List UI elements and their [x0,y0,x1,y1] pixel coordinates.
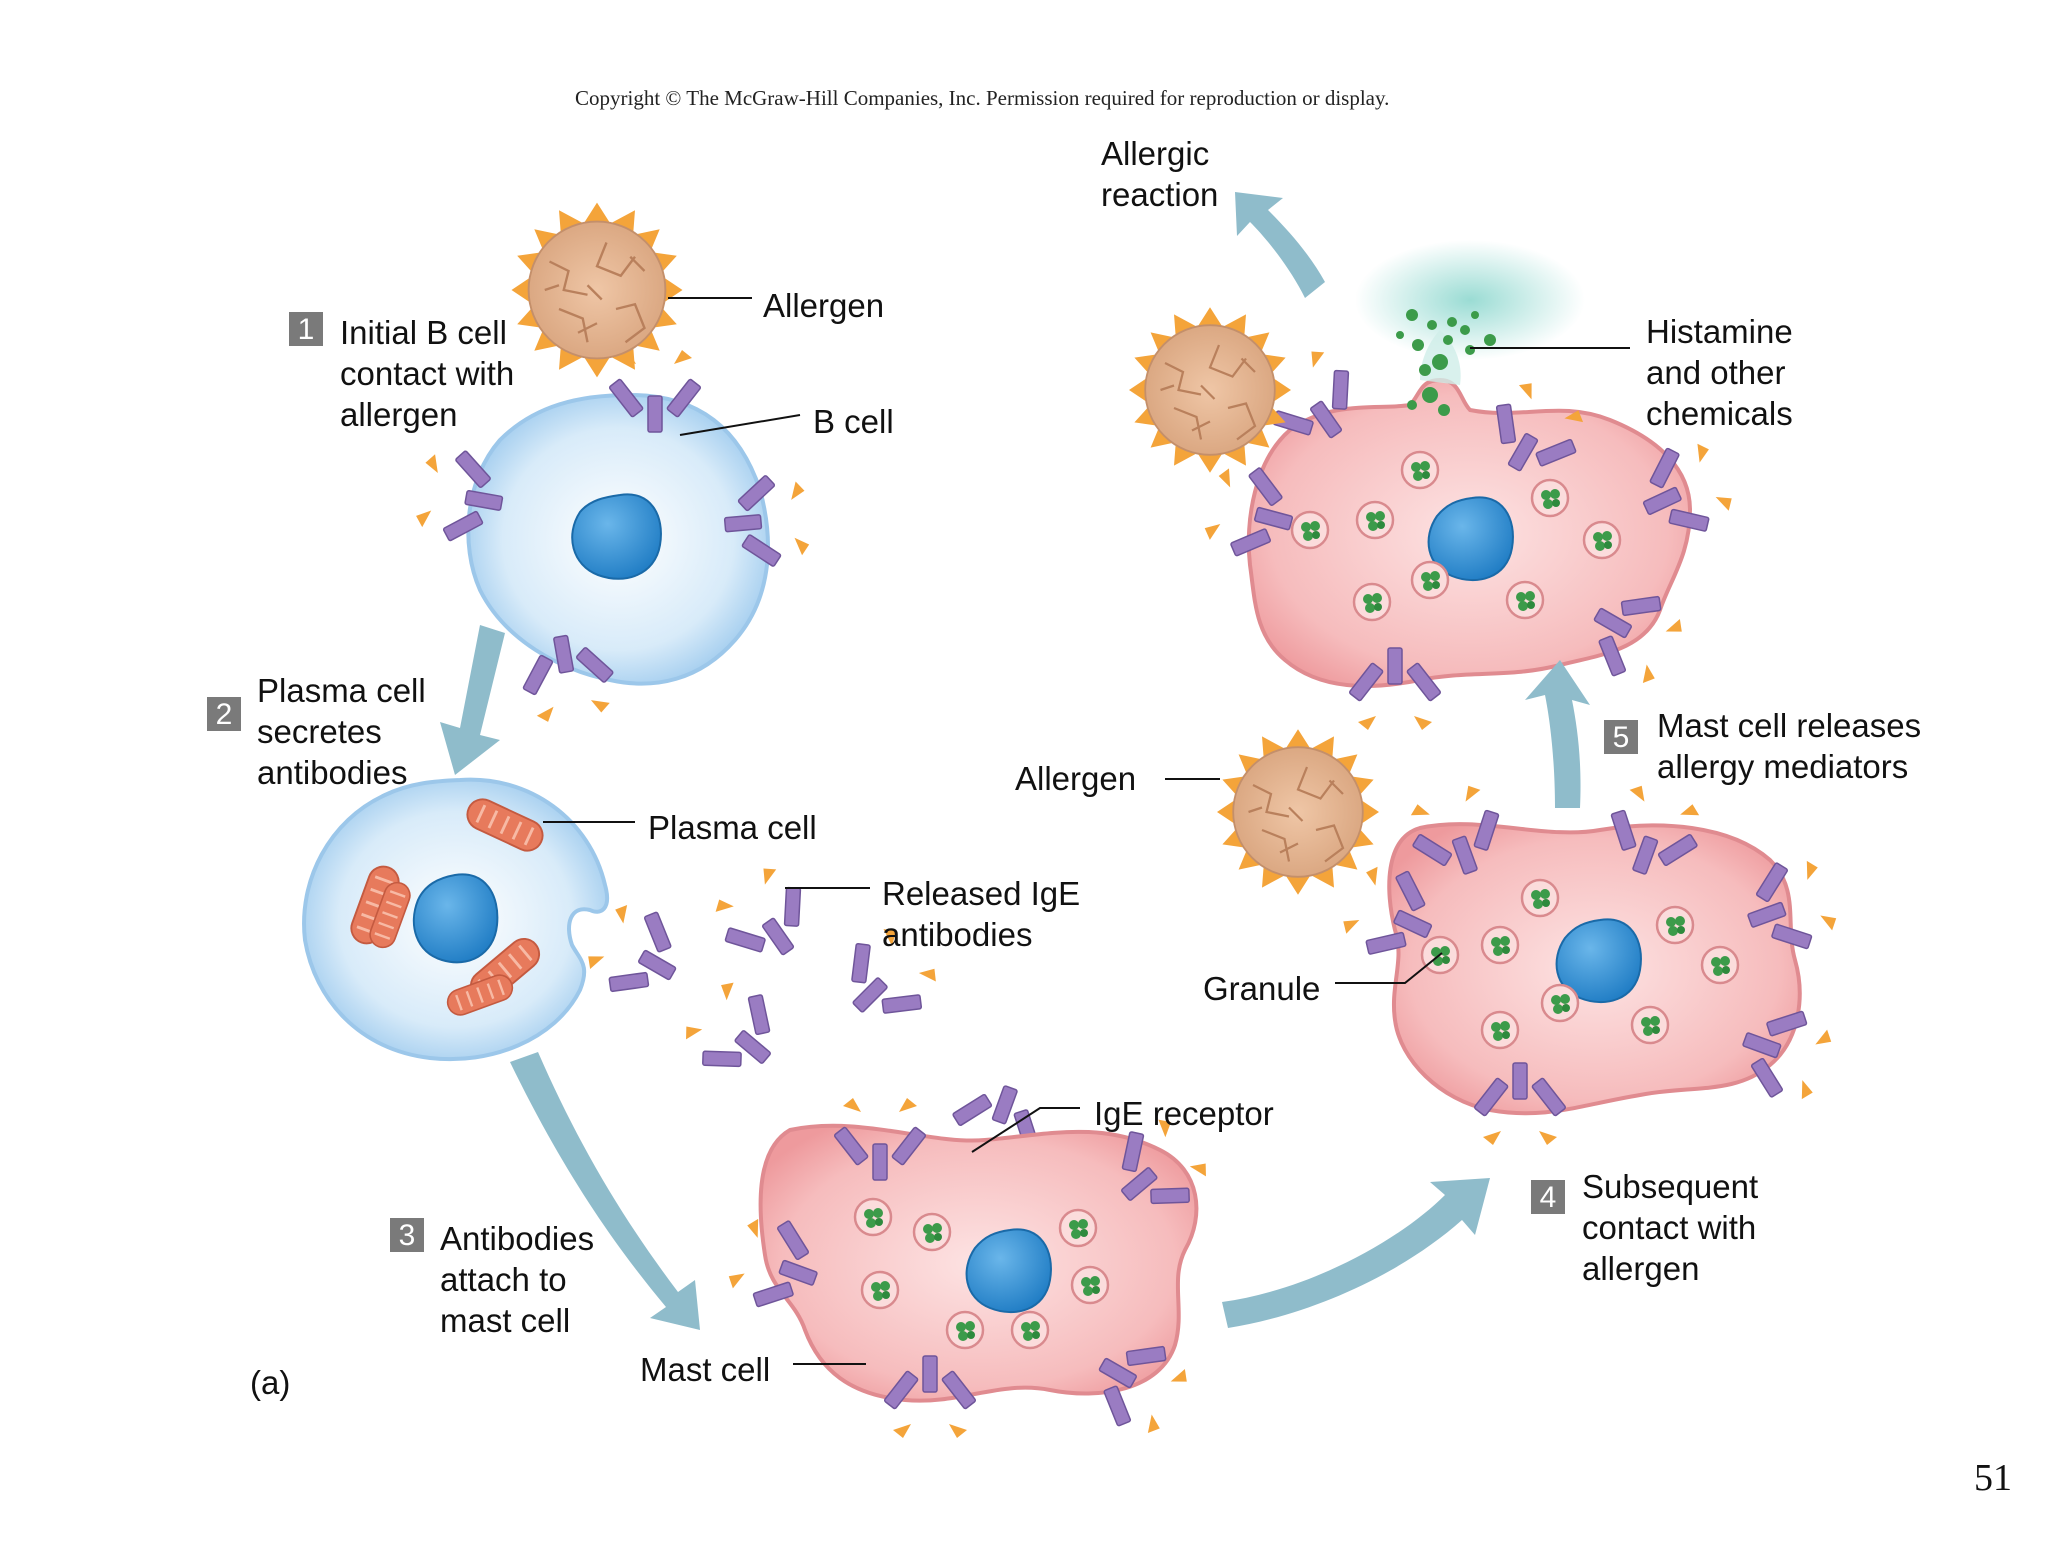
granule-icon [945,1310,985,1350]
step-1-badge: 1 [289,312,323,346]
antibody-icon [673,969,797,1095]
granule-icon [860,1270,900,1310]
step-5-badge: 5 [1604,720,1638,754]
mast-cell-bottom [758,1123,1199,1403]
granule-icon [1010,1310,1050,1350]
allergic-reaction-label: Allergic reaction [1101,135,1219,213]
histamine-label: Histamine and other chemicals [1646,313,1793,432]
plasma-cell-label: Plasma cell [648,809,817,846]
granule-icon [1630,1005,1670,1045]
granule-icon [1410,560,1450,600]
granule-icon [1355,500,1395,540]
granule-icon [1530,478,1570,518]
histamine-cloud [1355,240,1585,360]
plasma-cell [302,777,610,1062]
allergen-label-mid: Allergen [1015,760,1137,797]
granule-icon [1480,925,1520,965]
histamine-granules [1396,309,1496,416]
b-cell [466,392,770,686]
granule-icon [1582,520,1622,560]
granule-icon [1700,945,1740,985]
granule-icon [853,1197,893,1237]
step-2-text: Plasma cell secretes antibodies [257,672,426,791]
granule-icon [1540,983,1580,1023]
granule-icon [1058,1208,1098,1248]
step-3-badge: 3 [390,1218,424,1252]
granule-label: Granule [1203,970,1321,1007]
antibody-icon [702,856,827,979]
step-4-text: Subsequent contact with allergen [1582,1168,1759,1287]
b-cell-label: B cell [813,403,894,440]
allergen-icon [1127,306,1293,474]
step-3-text: Antibodies attach to mast cell [440,1220,595,1339]
allergen-icon [1215,728,1381,896]
process-arrow-icon [440,192,1590,1330]
granule-icon [1505,580,1545,620]
allergen-icon [510,201,684,379]
granule-icon [1352,582,1392,622]
page-number: 51 [1974,1457,2012,1499]
granule-icon [1655,905,1695,945]
granule-icon [1520,878,1560,918]
released-ige-label: Released IgE antibodies [882,875,1081,953]
granule-icon [1400,450,1440,490]
copyright-notice: Copyright © The McGraw-Hill Companies, I… [575,86,1390,110]
step-1-text: Initial B cell contact with allergen [340,314,515,433]
ige-receptor-label: IgE receptor [1094,1095,1274,1132]
panel-label: (a) [250,1364,291,1401]
granule-icon [1480,1010,1520,1050]
leader-lines [543,297,1630,1365]
granule-icon [1070,1265,1110,1305]
step-4-badge: 4 [1531,1180,1565,1214]
step-2-badge: 2 [207,697,241,731]
granule-icon [1290,510,1330,550]
step-5-text: Mast cell releases allergy mediators [1657,707,1922,785]
mast-cell-label: Mast cell [640,1351,771,1388]
allergen-label-top: Allergen [763,287,885,324]
granule-icon [912,1212,952,1252]
